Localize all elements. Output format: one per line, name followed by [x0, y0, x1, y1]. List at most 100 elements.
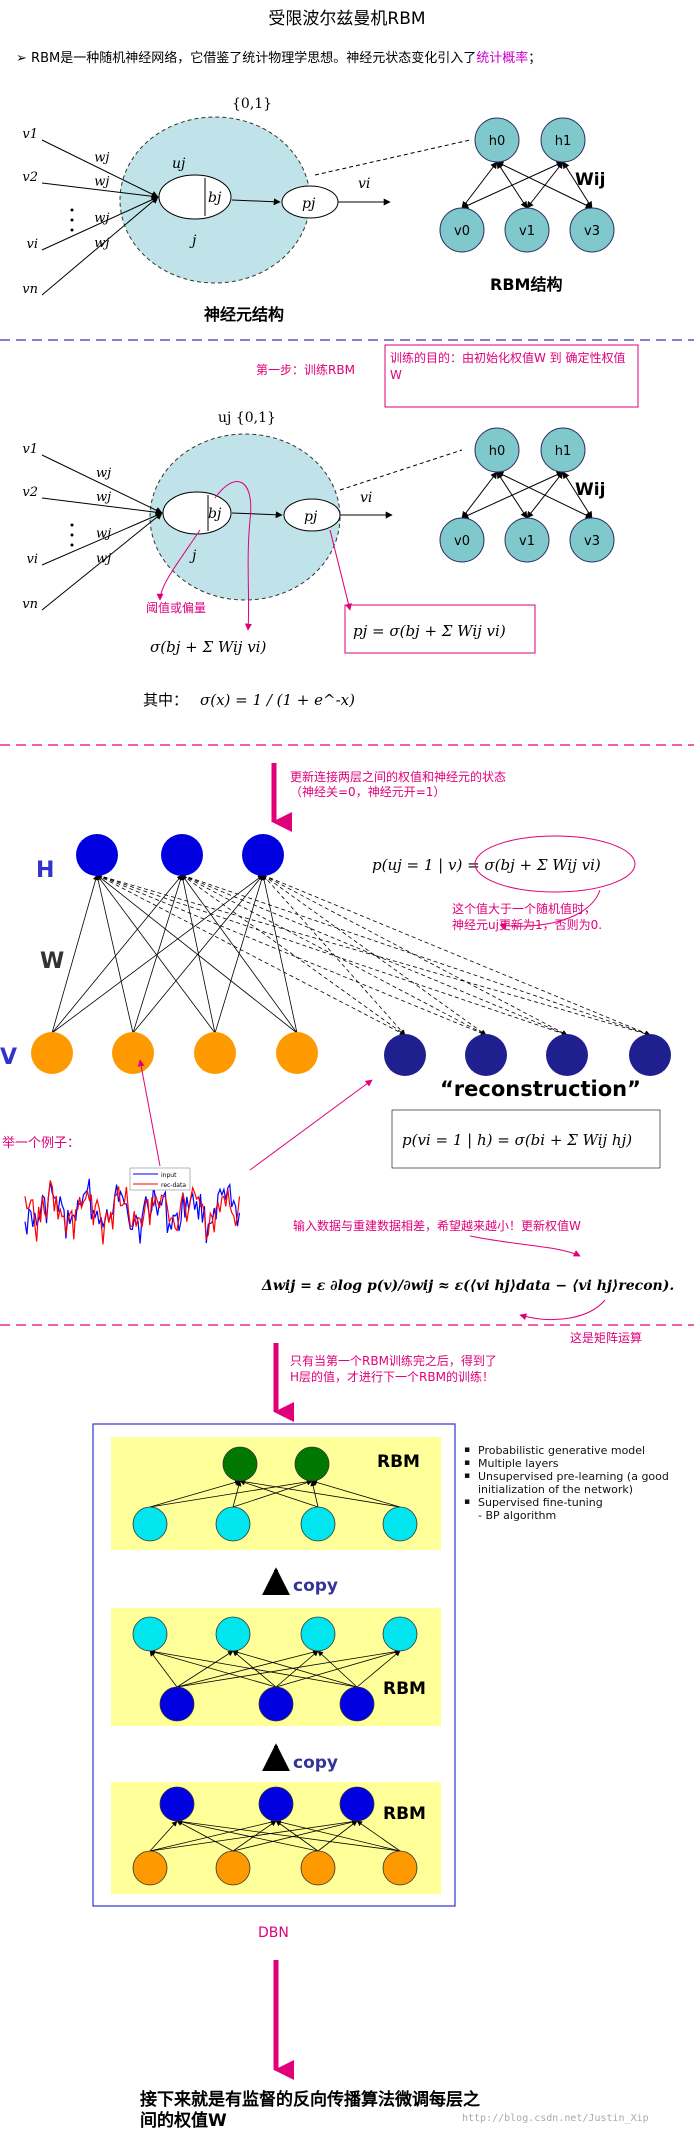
sigma-def: σ(x) = 1 / (1 + e^-x) — [200, 691, 355, 709]
dbn-edge — [176, 1650, 234, 1688]
signal-line — [24, 1180, 241, 1245]
visible-to-hidden-edge — [96, 874, 298, 1034]
visible-node-label: v1 — [519, 534, 535, 549]
hidden-node — [474, 427, 520, 473]
p-label: pj — [302, 196, 316, 212]
out-label-2: vi — [360, 490, 372, 506]
visible-unit — [276, 1032, 318, 1074]
p-v-expr: p(vi = 1 | h) = σ(bi + Σ Wij hj) — [402, 1131, 632, 1149]
visible-to-hidden-edge — [51, 874, 264, 1034]
weight-label: wj — [94, 151, 109, 166]
step1-label: 第一步：训练RBM — [256, 362, 355, 377]
visible-to-hidden-edge — [96, 874, 216, 1034]
update-label-2: （神经关=0，神经元开=1） — [290, 785, 445, 799]
where-label: 其中： — [143, 691, 188, 709]
dbn-edge — [275, 1819, 401, 1852]
hidden-to-recon-edge — [262, 874, 406, 1036]
hidden-to-recon-edge — [262, 874, 568, 1036]
dbn-blue-unit — [159, 1786, 195, 1822]
pj-box — [344, 604, 536, 654]
intro-main: RBM是一种随机神经网络，它借鉴了统计物理学思想。神经元状态变化引入了 — [31, 51, 477, 66]
hidden-node-label: h0 — [489, 134, 506, 149]
example-plot — [24, 1178, 241, 1245]
dbn-edge — [149, 1650, 178, 1688]
example-label: 举一个例子： — [2, 1136, 80, 1151]
visible-unit — [112, 1032, 154, 1074]
visible-node — [569, 517, 615, 563]
final-text: 接下来就是有监督的反向传播算法微调每层之间的权值W — [140, 2090, 480, 2131]
dbn-edge — [176, 1820, 234, 1852]
input-label: v1 — [22, 127, 38, 142]
dbn-edge — [176, 1819, 319, 1852]
dbn-edge — [176, 1649, 401, 1688]
p-u-expr: p(uj = 1 | v) = σ(bj + Σ Wij vi) — [372, 856, 601, 874]
dbn-bullet-4: Supervised fine-tuning — [464, 1496, 694, 1509]
page-title: 受限波尔兹曼机RBM — [268, 9, 426, 29]
dbn-blue-unit — [258, 1686, 294, 1722]
weight-label: wj — [96, 466, 111, 481]
input-label: vi — [26, 237, 38, 252]
intro-end: ； — [528, 51, 542, 66]
hidden-to-recon-edge — [96, 874, 568, 1037]
input-label: vn — [22, 597, 38, 612]
visible-to-hidden-edge — [51, 874, 99, 1034]
delta-note: 输入数据与重建数据相差，希望越来越小！更新权值W — [293, 1218, 581, 1233]
ellipsis-dot — [70, 208, 74, 212]
hidden-to-recon-edge — [96, 874, 487, 1036]
visible-to-hidden-edge — [51, 874, 183, 1034]
input-label: v1 — [22, 442, 38, 457]
rbm-edge — [526, 471, 564, 519]
input-line — [41, 182, 159, 200]
weight-label: wj — [96, 490, 111, 505]
weight-label: wj — [94, 236, 109, 251]
b-label: bj — [208, 190, 222, 206]
v-layer-label: V — [0, 1045, 17, 1070]
dbn-edge — [310, 1480, 319, 1508]
weight-label: wj — [96, 527, 111, 542]
weight-label: wj — [94, 174, 109, 189]
dbn-orange-unit — [300, 1850, 336, 1886]
input-label: v2 — [22, 485, 38, 500]
dbn-bullet-3: Unsupervised pre-learning (a good initia… — [464, 1470, 694, 1496]
dbn-edge — [149, 1819, 277, 1852]
dbn-edge — [232, 1480, 242, 1508]
reconstruction-unit — [546, 1034, 588, 1076]
rbm-edge — [562, 471, 593, 519]
dbn-cyan-unit — [132, 1616, 168, 1652]
visible-node-label: v1 — [519, 224, 535, 239]
dbn-edge — [149, 1479, 241, 1508]
dbn-edge — [356, 1820, 401, 1852]
hidden-unit — [76, 834, 118, 876]
rbm-big — [31, 834, 671, 1076]
dbn-edge — [239, 1479, 401, 1508]
dbn-edge — [239, 1479, 319, 1508]
ellipsis-dot — [70, 533, 74, 537]
dbn-green-unit — [294, 1446, 330, 1482]
input-line — [41, 196, 159, 251]
note-line-1: 这个值大于一个随机值时， — [452, 901, 596, 916]
dbn-cyan-unit — [215, 1616, 251, 1652]
dbn-blue-unit — [258, 1786, 294, 1822]
dbn-sub-bullet: - BP algorithm — [478, 1509, 557, 1522]
j-label: j — [189, 233, 197, 249]
caption-neuron: 神经元结构 — [204, 305, 284, 324]
reconstruction-label: “reconstruction” — [440, 1077, 641, 1101]
reconstruction-unit — [629, 1034, 671, 1076]
rbm-edge — [461, 161, 564, 209]
visible-to-hidden-edge — [95, 874, 134, 1034]
input-line — [41, 454, 163, 514]
weight-label-w: Wij — [575, 170, 605, 190]
rbm-edge — [461, 471, 498, 519]
pj-expr: pj = σ(bj + Σ Wij vi) — [353, 622, 506, 640]
ellipsis-dot — [70, 523, 74, 527]
visible-node — [504, 517, 550, 563]
dbn-note-1: 只有当第一个RBM训练完之后，得到了 — [290, 1353, 497, 1368]
input-line — [41, 512, 163, 611]
visible-unit — [194, 1032, 236, 1074]
dbn-edge — [275, 1820, 319, 1852]
